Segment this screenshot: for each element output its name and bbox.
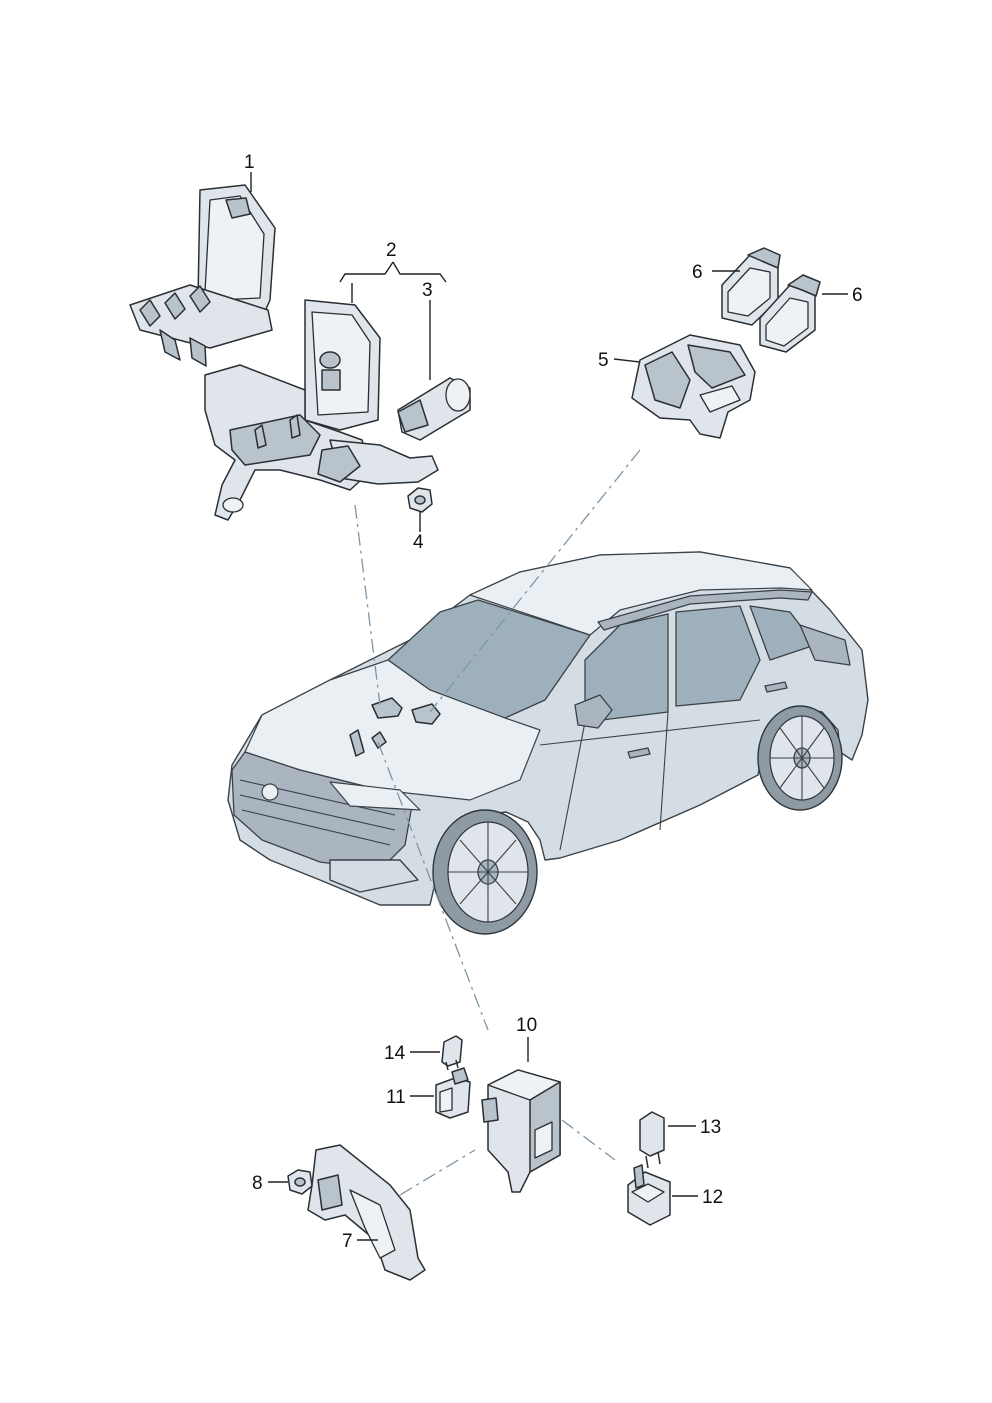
part-1-fuse-holder-cover [129,184,276,367]
part-4-nut [407,487,433,513]
callout-4: 4 [413,532,424,553]
callout-1: 1 [244,152,255,173]
reference-lines [354,449,641,1196]
callout-10: 10 [516,1015,537,1036]
callout-14: 14 [384,1043,406,1064]
part-11-fuse-holder [435,1067,471,1119]
part-10-relay-holder [481,1069,561,1193]
callout-11: 11 [386,1087,406,1108]
callout-8: 8 [252,1173,263,1194]
callout-6-left: 6 [692,262,703,283]
part-5-relay-carrier [631,334,756,439]
part-7-bracket [307,1144,426,1281]
part-2-fuse-holder-assembly [204,299,439,521]
callout-5: 5 [598,350,609,371]
callout-2: 2 [386,240,397,261]
leader-lines [250,172,848,1241]
part-6-relay-left [721,247,781,326]
part-14-blade-fuse [441,1035,463,1071]
part-8-nut [287,1169,313,1195]
callout-3: 3 [422,280,433,301]
callout-7: 7 [342,1231,353,1252]
part-12-relay-socket [627,1164,671,1226]
part-6-relay-right [759,274,821,353]
callout-labels: 1 2 3 4 5 6 6 7 8 10 11 12 13 14 [244,152,863,1252]
part-3-connector [397,377,471,441]
callout-12: 12 [702,1187,723,1208]
callout-13: 13 [700,1117,721,1138]
part-13-mini-relay [639,1111,665,1169]
vehicle-illustration [227,551,869,935]
callout-6-right: 6 [852,285,863,306]
